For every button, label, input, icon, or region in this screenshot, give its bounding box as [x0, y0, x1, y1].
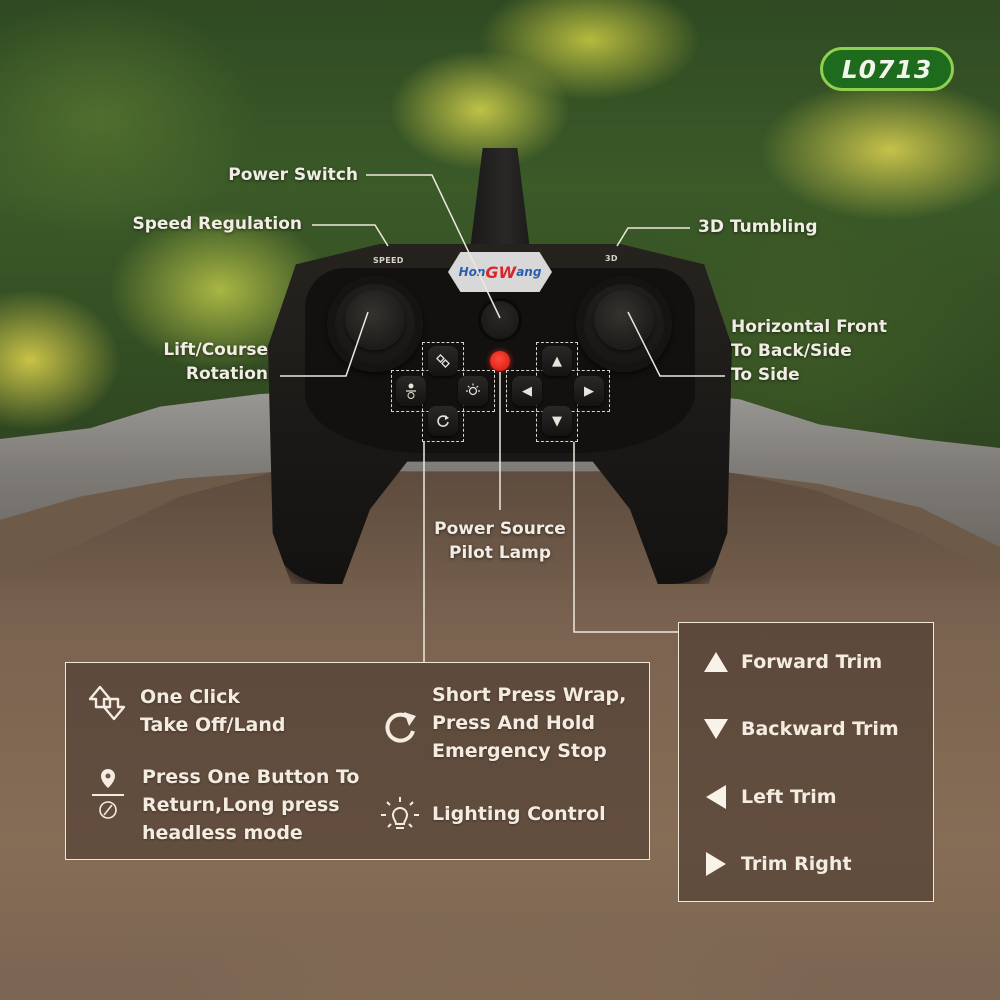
takeoff-land-arrows-icon [86, 681, 130, 725]
forward-trim-button[interactable]: ▲ [542, 346, 572, 376]
triangle-up-icon [701, 651, 731, 673]
legend-forward-trim: Forward Trim [701, 651, 882, 673]
speed-button-label: SPEED [373, 256, 404, 265]
triangle-down-icon: ▼ [552, 413, 562, 429]
callout-lift-course-rotation: Lift/Course Rotation [163, 340, 268, 384]
flip-stop-button[interactable] [428, 406, 458, 436]
light-bulb-icon [466, 383, 480, 396]
product-code-badge: L0713 [820, 47, 954, 91]
legend-flip-emergency-stop: Short Press Wrap, Press And Hold Emergen… [378, 681, 626, 765]
right-joystick[interactable] [576, 276, 672, 372]
function-legend-panel: One Click Take Off/Land Press One Button… [65, 662, 650, 860]
callout-speed-regulation: Speed Regulation [132, 214, 303, 234]
legend-lighting-control: Lighting Control [378, 793, 606, 837]
triangle-down-icon [701, 718, 731, 740]
return-headless-button[interactable] [396, 376, 426, 406]
triangle-up-icon: ▲ [552, 353, 562, 369]
callout-power-switch: Power Switch [228, 165, 358, 185]
triangle-left-icon: ◀ [522, 383, 532, 399]
light-bulb-icon [378, 793, 422, 837]
legend-left-trim: Left Trim [701, 784, 837, 810]
triangle-left-icon [701, 784, 731, 810]
takeoff-land-button[interactable] [428, 346, 458, 376]
return-headless-icon [406, 383, 416, 399]
legend-takeoff-land: One Click Take Off/Land [86, 681, 286, 739]
rotate-icon [437, 415, 449, 427]
takeoff-land-icon [436, 354, 450, 368]
callout-horizontal-movement: Horizontal Front To Back/Side To Side [731, 317, 887, 385]
callout-power-source-pilot-lamp: Power Source Pilot Lamp [434, 519, 566, 563]
light-button[interactable] [458, 376, 488, 406]
backward-trim-button[interactable]: ▼ [542, 406, 572, 436]
legend-return-headless: Press One Button To Return,Long press he… [86, 765, 359, 847]
left-joystick[interactable] [327, 276, 423, 372]
triangle-right-icon [701, 851, 731, 877]
pilot-lamp [490, 351, 510, 371]
return-headless-icon [86, 765, 130, 825]
callout-3d-tumbling: 3D Tumbling [698, 217, 818, 237]
legend-backward-trim: Backward Trim [701, 718, 899, 740]
3d-button-label: 3D [605, 254, 618, 263]
triangle-right-icon: ▶ [584, 383, 594, 399]
left-trim-button[interactable]: ◀ [512, 376, 542, 406]
legend-trim-right: Trim Right [701, 851, 852, 877]
right-trim-button[interactable]: ▶ [574, 376, 604, 406]
rotate-arrow-icon [378, 705, 422, 749]
trim-legend-panel: Forward Trim Backward Trim Left Trim Tri… [678, 622, 934, 902]
power-switch-button[interactable] [478, 298, 522, 342]
